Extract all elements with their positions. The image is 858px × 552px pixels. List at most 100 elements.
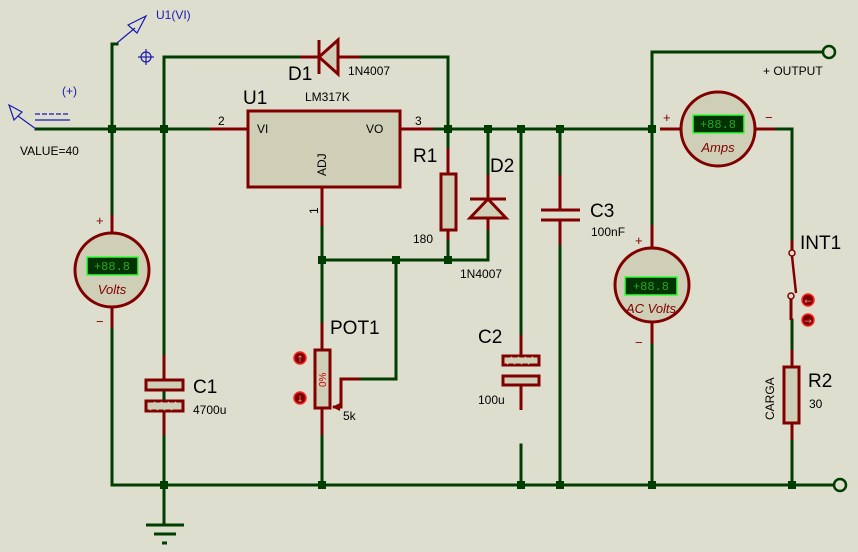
r2-label: CARGA [763, 377, 777, 420]
junction [318, 256, 326, 264]
c3-value: 100nF [591, 225, 625, 239]
diode-icon [316, 36, 340, 78]
junctions [108, 125, 796, 489]
capacitor-plate-neg [144, 399, 185, 413]
d2-value: 1N4007 [460, 267, 502, 281]
pot1-ref: POT1 [330, 318, 380, 339]
r2-ref: R2 [808, 371, 832, 392]
c3-ref: C3 [590, 201, 614, 222]
r2-value: 30 [809, 397, 823, 411]
pot-body [313, 348, 332, 410]
junction [108, 125, 116, 133]
arrow-left-icon: ← [804, 297, 812, 307]
junction [556, 481, 564, 489]
resistor-r1[interactable]: R1 180 [413, 146, 458, 246]
diode-d2[interactable]: D2 1N4007 [460, 156, 514, 281]
ground-icon [146, 523, 184, 545]
c2-ref: C2 [478, 327, 502, 348]
arrow-right-icon: → [804, 317, 812, 327]
wires [34, 42, 834, 527]
u1-pin-vi: VI [257, 122, 268, 136]
r1-value: 180 [413, 232, 433, 246]
arrow-up-icon: ↑ [296, 355, 304, 365]
junction [318, 481, 326, 489]
junction [392, 256, 400, 264]
ac-voltmeter-minus: − [635, 335, 643, 350]
c1-value: 4700u [193, 403, 226, 417]
pot-increase-button[interactable]: ↑ [293, 351, 307, 365]
wire-d1-anode [162, 55, 302, 487]
wire-d1-cathode [358, 55, 450, 150]
u1-pin-num-1: 1 [307, 207, 321, 214]
ammeter-minus: − [765, 110, 773, 125]
voltage-probe-icon [126, 14, 148, 34]
u1-pin-adj: ADJ [315, 153, 329, 176]
voltage-probe[interactable]: U1(VI) [116, 8, 191, 44]
junction [517, 481, 525, 489]
potentiometer-pot1[interactable]: 0% POT1 5k [313, 318, 380, 435]
capacitor-c1[interactable]: C1 4700u [144, 355, 226, 435]
capacitor-c3[interactable]: C3 100nF [541, 175, 625, 245]
switch-left-button[interactable]: ← [801, 293, 815, 307]
ammeter-plus: + [663, 110, 671, 125]
c2-value: 100u [478, 393, 505, 407]
capacitor-c2[interactable]: C2 100u [478, 327, 541, 410]
u1-ref: U1 [243, 88, 267, 109]
junction [160, 481, 168, 489]
regulator-u1[interactable]: U1 LM317K VI VO ADJ 2 3 1 [210, 88, 433, 226]
switch-int1[interactable]: INT1 [787, 233, 841, 320]
ac-voltmeter-reading: +88.8 [633, 280, 669, 294]
capacitor-plate-pos [144, 378, 185, 392]
voltmeter-reading: +88.8 [94, 260, 130, 274]
capacitor-plate-neg [501, 354, 541, 367]
meter-display [86, 256, 139, 276]
junction [444, 125, 452, 133]
c1-ref: C1 [193, 377, 217, 398]
origin-crosshair-icon [138, 49, 154, 65]
meter-display [692, 114, 745, 134]
ammeter[interactable]: +88.8 Amps + − [660, 90, 775, 168]
u1-pin-vo: VO [366, 122, 383, 136]
output-label: + OUTPUT [763, 64, 823, 78]
int1-ref: INT1 [800, 233, 841, 254]
diode-d1[interactable]: D1 1N4007 [288, 36, 390, 85]
d1-ref: D1 [288, 64, 312, 85]
ammeter-reading: +88.8 [700, 118, 736, 132]
u1-value: LM317K [305, 90, 350, 104]
ammeter-label: Amps [700, 140, 735, 155]
pot-position: 0% [318, 372, 329, 387]
probe-label: U1(VI) [156, 8, 191, 22]
ac-voltmeter-label: AC Volts [625, 301, 677, 316]
source-value: VALUE=40 [20, 144, 79, 158]
source-polarity: (+) [62, 84, 77, 98]
resistor-body [782, 365, 801, 425]
voltmeter-label: Volts [98, 282, 127, 297]
resistor-body [439, 172, 458, 232]
pot1-value: 5k [343, 409, 357, 423]
diode-icon [466, 196, 510, 220]
wire-amps-out [773, 127, 794, 242]
wire-probe-rail [110, 42, 119, 487]
d1-value: 1N4007 [348, 64, 390, 78]
junction [444, 256, 452, 264]
u1-pin-num-2: 2 [218, 114, 225, 128]
arrow-down-icon: ↓ [296, 395, 304, 405]
voltmeter-minus: − [96, 314, 104, 329]
pot-decrease-button[interactable]: ↓ [293, 391, 307, 405]
d2-ref: D2 [490, 156, 514, 177]
junction [517, 125, 525, 133]
regulator-body [246, 109, 402, 189]
junction [160, 125, 168, 133]
output-terminal-ground[interactable] [832, 477, 848, 493]
output-terminal-positive[interactable]: + OUTPUT [763, 44, 837, 78]
dc-generator[interactable]: (+) VALUE=40 [7, 84, 79, 158]
voltmeter[interactable]: +88.8 Volts + − [73, 213, 151, 329]
terminal-icon [832, 477, 848, 493]
capacitor-plate-pos [501, 374, 541, 387]
resistor-r2[interactable]: R2 30 CARGA [763, 350, 832, 440]
switch-right-button[interactable]: → [801, 313, 815, 327]
junction [648, 125, 656, 133]
wire-pot-wiper [358, 258, 398, 381]
ac-voltmeter[interactable]: +88.8 AC Volts + − [613, 225, 691, 487]
